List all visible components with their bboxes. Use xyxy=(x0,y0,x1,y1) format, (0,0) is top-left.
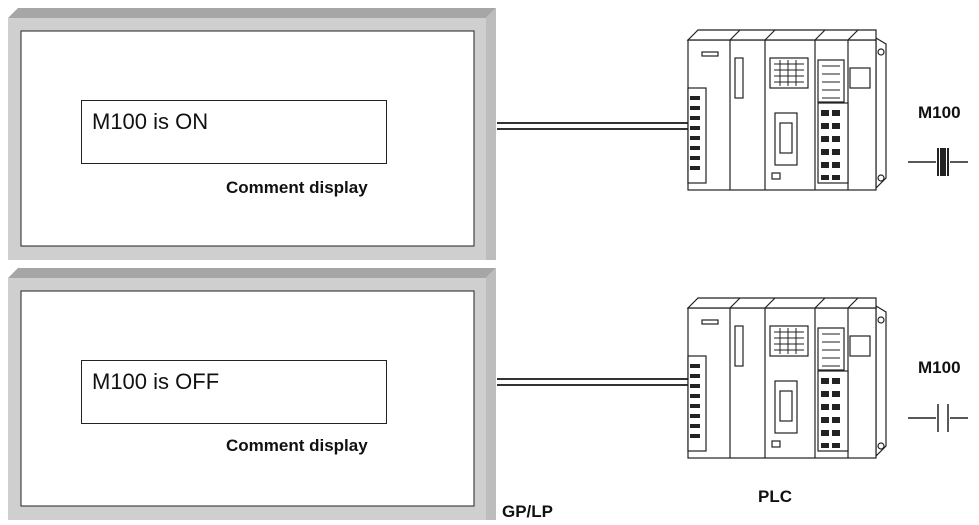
comment-caption: Comment display xyxy=(226,436,368,455)
gp-lp-display-off: M100 is OFF Comment display xyxy=(8,268,496,520)
gp-lp-display-on: M100 is ON Comment display xyxy=(8,8,496,260)
comment-box: M100 is ON xyxy=(81,100,387,164)
cable-top xyxy=(497,122,692,130)
plc-unit-bottom xyxy=(686,297,887,459)
contact-label-bottom: M100 xyxy=(918,358,961,377)
cable-bottom xyxy=(497,378,692,386)
plc-unit-top xyxy=(686,29,887,191)
plc-label: PLC xyxy=(758,487,792,506)
comment-message: M100 is OFF xyxy=(92,369,220,394)
open-contact-icon xyxy=(908,404,968,432)
comment-message: M100 is ON xyxy=(92,109,209,134)
comment-caption: Comment display xyxy=(226,178,368,197)
contact-label-top: M100 xyxy=(918,103,961,122)
comment-box: M100 is OFF xyxy=(81,360,387,424)
gp-lp-label: GP/LP xyxy=(502,502,554,521)
closed-contact-icon xyxy=(908,148,968,176)
